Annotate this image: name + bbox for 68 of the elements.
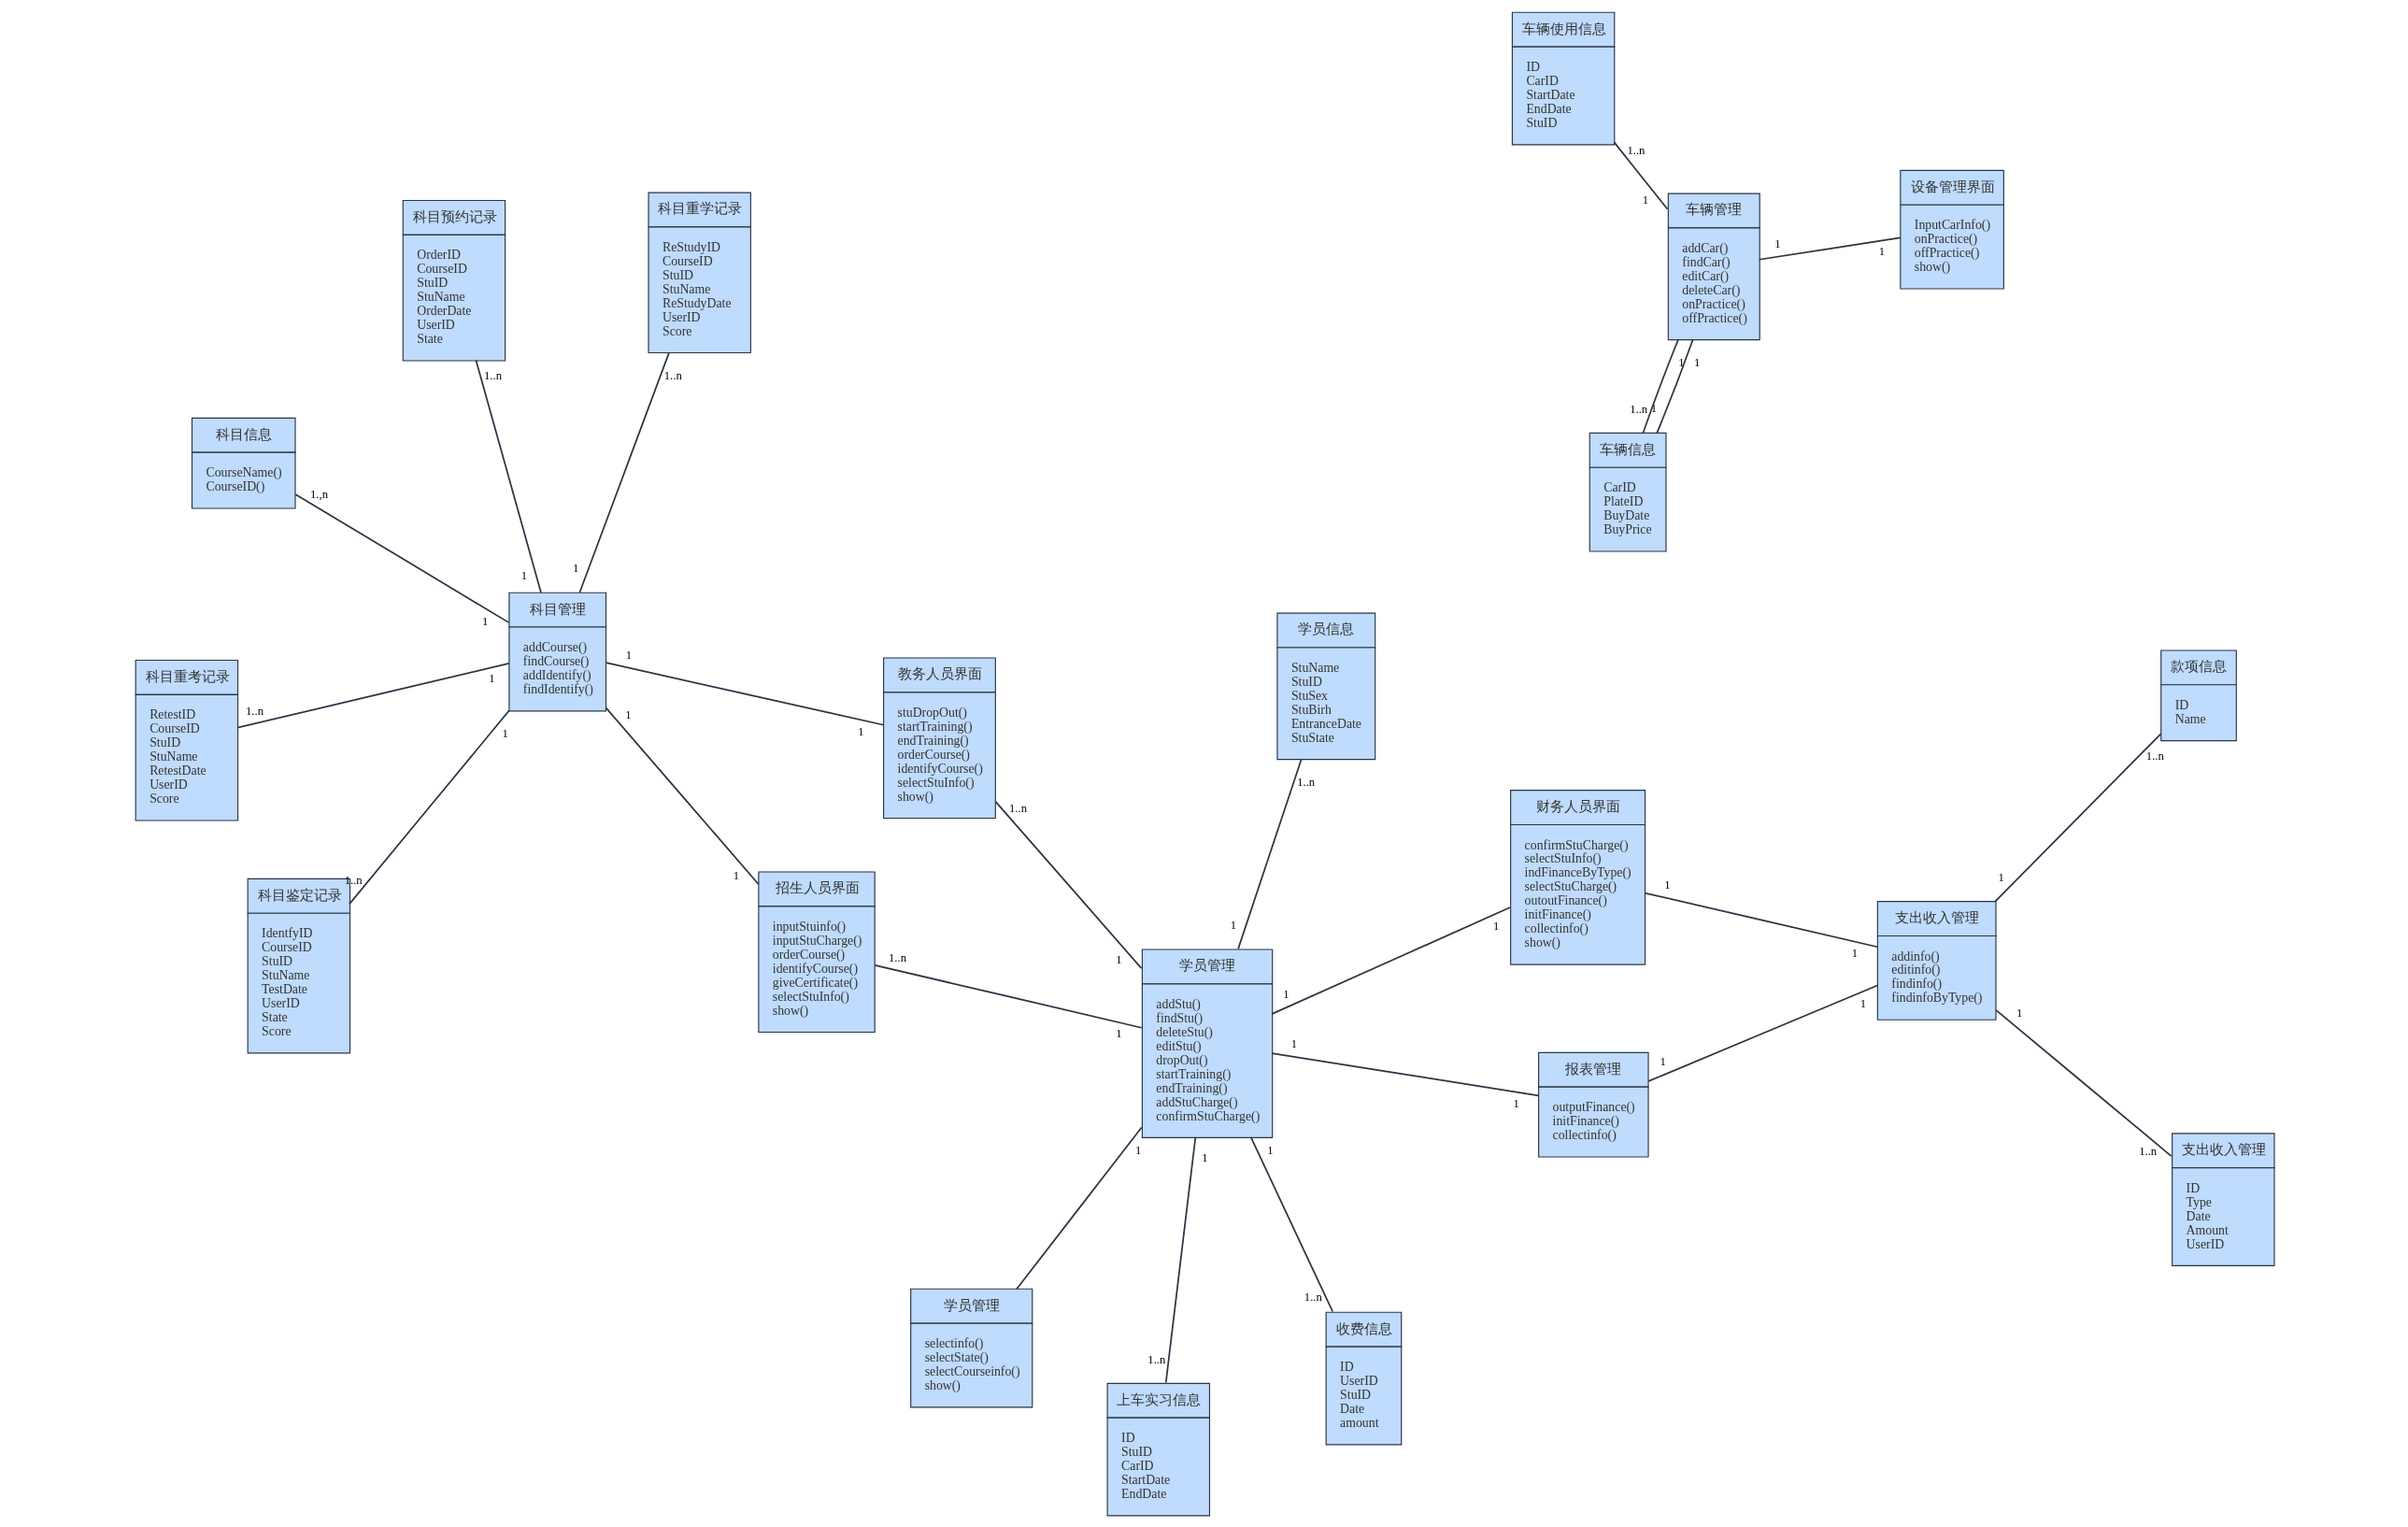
label: 1.,n bbox=[309, 487, 328, 501]
label: 1 bbox=[1115, 953, 1122, 967]
label: 1..n bbox=[663, 368, 682, 382]
connector bbox=[348, 709, 510, 906]
label: 1 bbox=[1134, 1143, 1141, 1157]
label: 1..n bbox=[1629, 402, 1647, 416]
connector bbox=[1993, 733, 2162, 903]
label: 1..n bbox=[2138, 1144, 2157, 1158]
label: 1 bbox=[733, 869, 739, 883]
label: 1 bbox=[1513, 1096, 1519, 1110]
label: 1 bbox=[1115, 1027, 1122, 1041]
connector bbox=[994, 800, 1142, 970]
label: 1..n bbox=[483, 369, 502, 383]
label: 1 bbox=[488, 672, 494, 686]
label: 1 bbox=[1290, 1037, 1297, 1051]
label: 1 bbox=[1693, 355, 1700, 369]
label: 1 bbox=[1878, 245, 1885, 259]
connector bbox=[1646, 984, 1878, 1082]
label: 1..n bbox=[1304, 1291, 1322, 1305]
label: 1 bbox=[1650, 402, 1657, 416]
connector bbox=[1642, 338, 1679, 435]
connector bbox=[1236, 758, 1302, 950]
label: 1 bbox=[481, 614, 488, 628]
label: 1 bbox=[1492, 919, 1499, 933]
label: 1..n bbox=[245, 704, 264, 718]
label: 1..n bbox=[344, 873, 363, 887]
connector bbox=[605, 662, 884, 726]
label: 1 bbox=[1663, 878, 1671, 892]
label: 1 bbox=[1642, 193, 1648, 207]
label: 1 bbox=[625, 648, 632, 662]
label: 1..n bbox=[888, 950, 906, 964]
connector bbox=[1655, 338, 1693, 435]
label: 1 bbox=[2016, 1006, 2022, 1020]
label: 1..n bbox=[1147, 1353, 1165, 1367]
label: 1 bbox=[520, 568, 527, 582]
label: 1 bbox=[1677, 356, 1685, 370]
connector bbox=[578, 351, 670, 593]
connector bbox=[1758, 236, 1901, 261]
connector bbox=[1643, 892, 1878, 949]
label: 1 bbox=[1230, 918, 1236, 932]
label: 1 bbox=[501, 726, 508, 740]
label: 1..n bbox=[1008, 802, 1027, 816]
connector bbox=[873, 963, 1142, 1029]
label: 1 bbox=[1660, 1055, 1666, 1068]
label: 1..n bbox=[1626, 143, 1645, 157]
connector bbox=[605, 706, 760, 886]
connector bbox=[1015, 1126, 1143, 1291]
label: 1 bbox=[1997, 871, 2004, 885]
label: 1 bbox=[1774, 237, 1781, 251]
connector bbox=[1613, 141, 1668, 210]
connector bbox=[1249, 1136, 1333, 1313]
connector bbox=[1994, 1008, 2172, 1157]
label: 1 bbox=[572, 562, 578, 576]
label: 1 bbox=[1282, 987, 1289, 1001]
label: 1 bbox=[857, 724, 864, 738]
label: 1 bbox=[1859, 996, 1866, 1010]
label: 1..n bbox=[1296, 775, 1315, 789]
label: 1 bbox=[1851, 946, 1858, 960]
connector bbox=[235, 662, 510, 729]
label: 1 bbox=[624, 707, 632, 721]
connector bbox=[1270, 1052, 1539, 1097]
connector bbox=[293, 493, 509, 623]
label: 1 bbox=[1266, 1143, 1274, 1157]
connector bbox=[1164, 1136, 1196, 1384]
label: 1 bbox=[1201, 1151, 1207, 1165]
connector bbox=[475, 359, 542, 593]
label: 1..n bbox=[2145, 749, 2164, 763]
connector bbox=[1271, 906, 1511, 1015]
